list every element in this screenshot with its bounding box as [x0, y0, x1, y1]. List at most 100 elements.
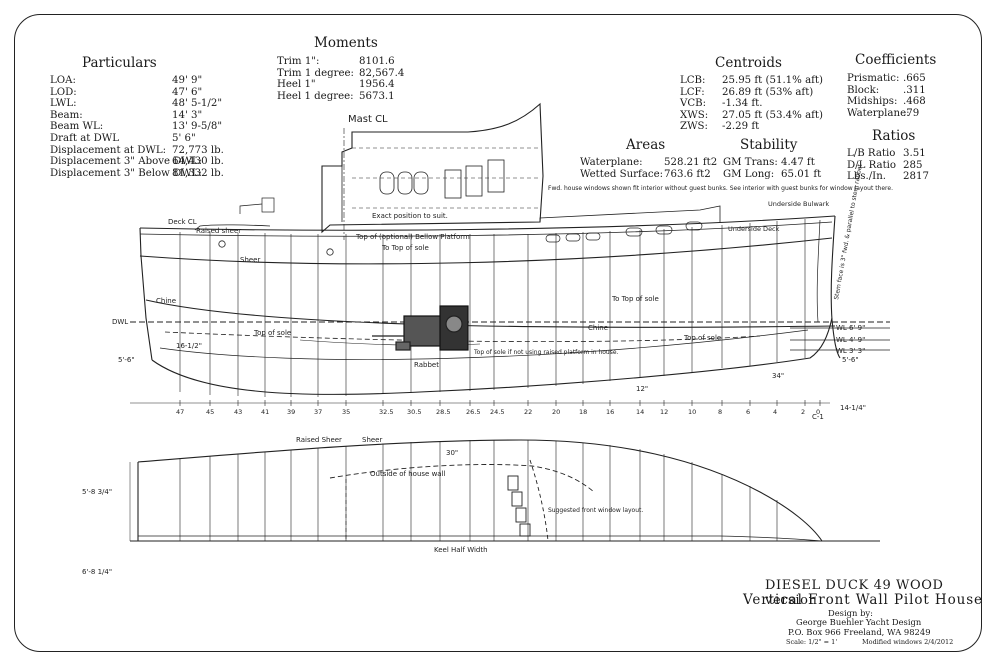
centroids-value: 26.89 ft (53% aft) [722, 86, 814, 98]
coefficients-label: Waterplane: [847, 107, 910, 119]
ratios-value: 2817 [903, 171, 929, 183]
label-deck-cl: Deck CL [168, 218, 197, 226]
label-plan-dim-5-8: 5'-8 3/4" [82, 488, 112, 496]
label-chine: Chine [156, 297, 176, 305]
label-top-of-sole: Top of sole [253, 329, 291, 337]
station-label: 20 [552, 408, 560, 416]
centroids-label: ZWS: [680, 121, 708, 133]
particulars-row: Beam:14' 3" [50, 110, 224, 122]
label-wl-3: WL 3' 3" [836, 347, 865, 355]
particulars-label: Displacement at DWL: [50, 144, 167, 156]
moments-value: 82,567.4 [359, 67, 405, 79]
sheer-line [139, 237, 833, 265]
moments-value: 5673.1 [359, 90, 395, 102]
particulars-value: 49' 9" [172, 75, 203, 86]
label-sheer: Sheer [240, 256, 260, 264]
station-label: 41 [261, 408, 269, 416]
stability-row: GM Trans:4.47 ft [723, 157, 821, 169]
ratios-heading: Ratios [872, 128, 916, 144]
particulars-value: 13' 9-5/8" [172, 121, 223, 133]
particulars-row: Beam WL: 13' 9-5/8" [50, 121, 224, 133]
particulars-label: Beam WL: [50, 121, 104, 133]
label-chine-2: Chine [588, 324, 608, 332]
centroids-value: -1.34 ft. [722, 98, 763, 110]
particulars-label: Draft at DWL [50, 132, 120, 144]
label-exact-position: Exact position to suit. [372, 212, 448, 220]
station-label: 30.5 [407, 408, 421, 416]
station-label: 12 [660, 408, 668, 416]
centroids-row: LCF:26.89 ft (53% aft) [680, 87, 823, 99]
station-label: 14 [636, 408, 644, 416]
label-wl-4: WL 4' 9" [836, 336, 865, 344]
particulars-label: LWL: [50, 98, 77, 110]
particulars-label: LOD: [50, 86, 77, 98]
coefficients-row: Waterplane:.79 [847, 108, 926, 120]
label-suggested-window: Suggested front window layout. [548, 507, 643, 514]
coefficients-row: Midships:.468 [847, 96, 926, 108]
moments-label: Heel 1 degree: [277, 90, 354, 102]
centroids-value: -2.29 ft [722, 121, 760, 133]
coefficients-value: .79 [903, 107, 920, 119]
pilot-house [321, 102, 544, 234]
station-label: 32.5 [379, 408, 393, 416]
label-to-top-of-sole-2: To Top of sole [611, 295, 659, 303]
station-label: 8 [718, 408, 722, 416]
label-plan-raised-sheer: Raised Sheer [296, 436, 342, 444]
chine-line [145, 299, 836, 328]
label-window-note: Fwd. house windows shown fit interior wi… [548, 185, 893, 192]
station-label: 35 [342, 408, 350, 416]
moments-row: Trim 1":8101.6 [277, 56, 404, 68]
particulars-heading: Particulars [82, 55, 157, 71]
plan-sheer [137, 439, 823, 542]
particulars-label: Displacement 3" Below DWL: [50, 167, 202, 179]
moments-label: Heel 1" [277, 79, 316, 91]
label-rabbet: Rabbet [414, 361, 439, 369]
station-label: 28.5 [436, 408, 450, 416]
stability-row: GM Long: 65.01 ft [723, 169, 821, 181]
stability-label: GM Long: [723, 168, 775, 180]
label-raised-sheer: Raised sheer [196, 227, 241, 235]
moments-heading: Moments [314, 35, 378, 51]
centroids-value: 25.95 ft (51.1% aft) [722, 75, 823, 86]
station-label: 37 [314, 408, 322, 416]
drawing-subtitle: Vertical Front Wall Pilot House [743, 592, 983, 608]
label-dim-5-6-right: 5'-6" [842, 356, 859, 364]
centroids-row: ZWS: -2.29 ft [680, 121, 823, 133]
station-label: 0 [816, 408, 820, 416]
designer-address: P.O. Box 966 Freeland, WA 98249 [788, 627, 931, 637]
areas-heading: Areas [626, 137, 666, 153]
label-plan-dim-6-8: 6'-8 1/4" [82, 568, 112, 576]
label-plan-dim-30: 30" [446, 449, 458, 457]
moments-value: 1956.4 [359, 79, 395, 91]
particulars-value: 64,430 lb. [172, 156, 224, 168]
moments-label: Trim 1": [277, 56, 320, 67]
centroids-row: VCB:-1.34 ft. [680, 98, 823, 110]
stability-value: 65.01 ft [781, 168, 822, 180]
label-dim-12: 12" [636, 385, 648, 393]
label-dim-5-6: 5'-6" [118, 356, 135, 364]
label-stem-note: Stem face is 3" fwd. & parallel to stem … [833, 163, 864, 300]
particulars-label: LOA: [50, 75, 76, 86]
station-label: 45 [206, 408, 214, 416]
label-top-of-sole-note: Top of sole if not using raised platform… [473, 349, 619, 356]
label-dwl: DWL [112, 318, 128, 326]
coefficients-value: .468 [903, 96, 926, 108]
centroids-row: XWS:27.05 ft (53.4% aft) [680, 110, 823, 122]
drawing-border [14, 14, 982, 652]
coefficients-value: .665 [903, 73, 926, 84]
areas-label: Waterplane: [580, 157, 643, 168]
coefficients-label: Block: [847, 84, 880, 96]
coefficients-heading: Coefficients [855, 52, 937, 68]
ratios-value: 3.51 [903, 148, 926, 159]
engine [372, 305, 469, 351]
ratios-label: Lbs./In. [847, 171, 887, 183]
areas-value: 528.21 ft2 [664, 157, 718, 168]
moments-row: Trim 1 degree:82,567.4 [277, 68, 404, 80]
